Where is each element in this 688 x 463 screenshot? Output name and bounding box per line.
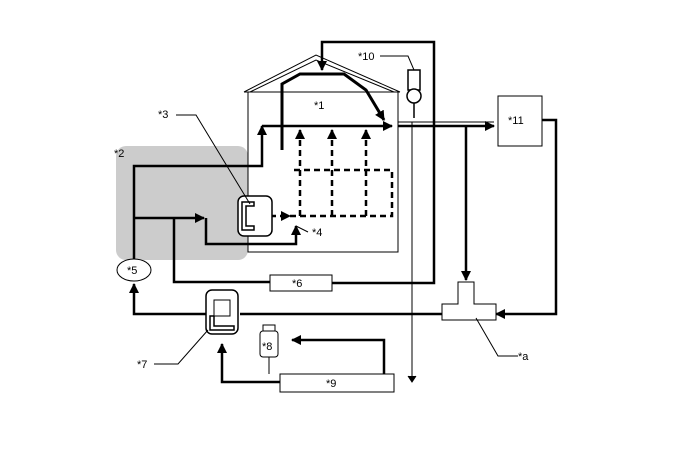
dashed-flow — [270, 129, 394, 221]
housing — [243, 54, 401, 253]
component-5-oval — [116, 258, 152, 282]
leader-lines — [154, 55, 518, 365]
line-9-to-8 — [291, 335, 386, 374]
return-from-11 — [495, 118, 558, 319]
component-8 — [259, 324, 279, 374]
thin-arrow-to-9 — [407, 375, 417, 383]
label-3: *3 — [158, 109, 168, 121]
internal-arc-flow — [280, 72, 386, 150]
label-5: *5 — [127, 265, 137, 277]
line-6-to-housing — [332, 142, 436, 285]
top-return-line — [317, 40, 436, 142]
label-9: *9 — [326, 378, 336, 390]
label-2: *2 — [114, 148, 124, 160]
line-7-to-5 — [129, 283, 206, 316]
label-a: *a — [518, 351, 529, 363]
label-6: *6 — [292, 278, 302, 290]
line-9-to-7 — [217, 343, 280, 384]
component-9-box — [279, 373, 395, 393]
label-10: *10 — [358, 51, 375, 63]
label-7: *7 — [137, 359, 147, 371]
shaded-region — [116, 146, 248, 260]
label-4: *4 — [312, 227, 322, 239]
component-7 — [205, 289, 239, 335]
label-8: *8 — [262, 341, 272, 353]
t-piece — [441, 281, 497, 321]
label-11: *11 — [508, 115, 524, 127]
left-flow-lines — [132, 125, 301, 284]
valve-10 — [406, 69, 422, 118]
component-3 — [237, 195, 273, 237]
label-1: *1 — [314, 100, 324, 112]
